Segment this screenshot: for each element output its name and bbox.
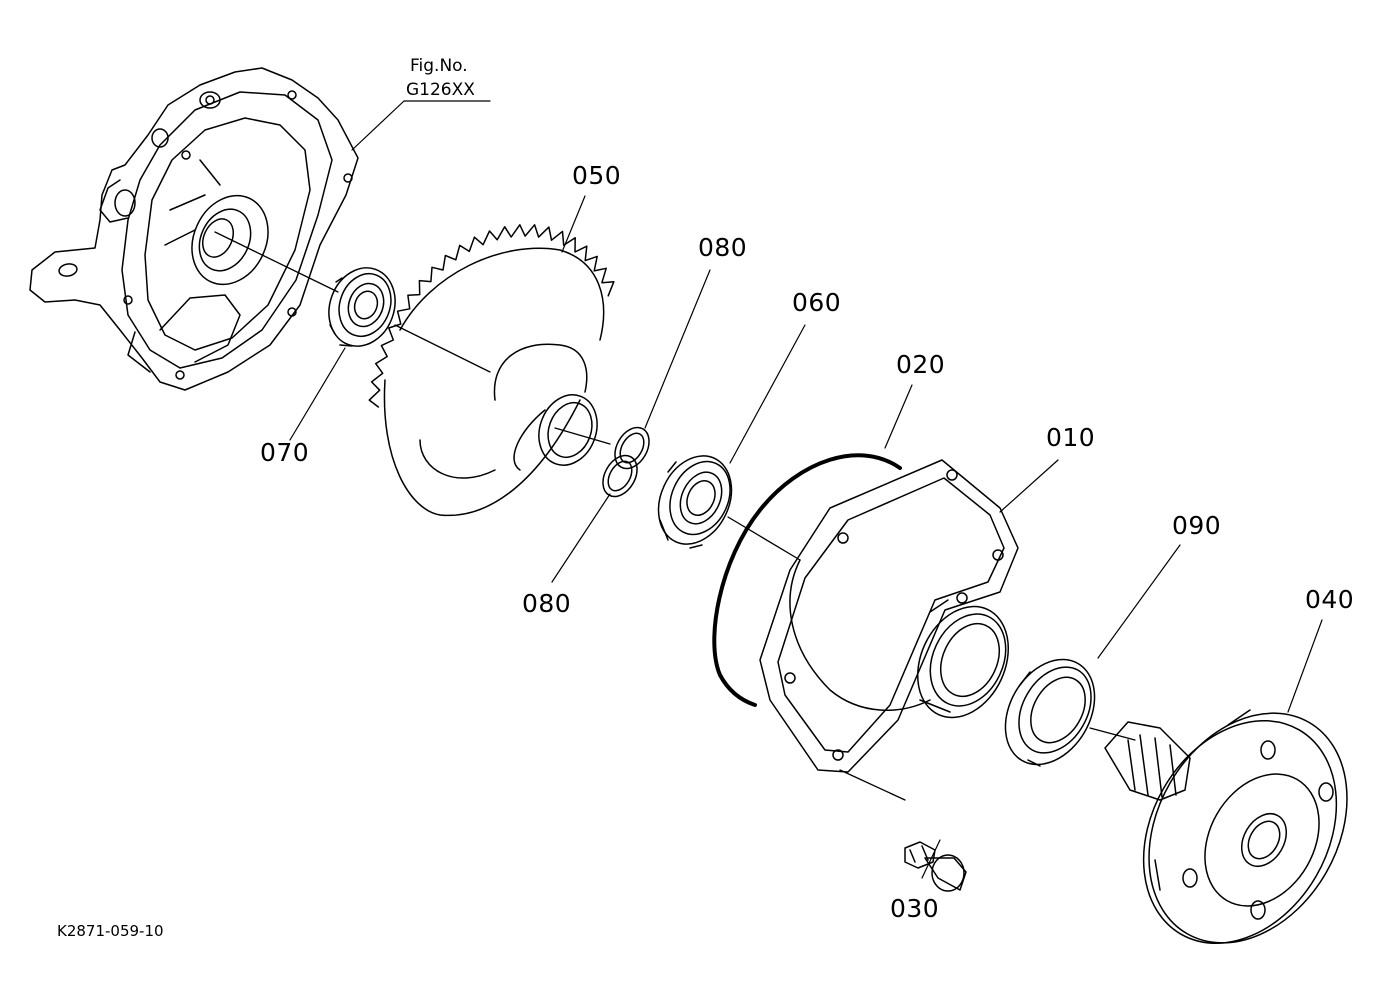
explode-axis-lines — [214, 231, 1136, 801]
leader-070 — [289, 347, 346, 441]
figure-ref-line1: Fig.No. — [410, 56, 468, 76]
part-label-090: 090 — [1172, 511, 1222, 540]
part-label-080-upper: 080 — [698, 233, 748, 262]
part-label-030: 030 — [890, 894, 940, 923]
leader-030 — [921, 839, 941, 879]
leader-080-upper — [644, 269, 711, 429]
part-label-070: 070 — [260, 438, 310, 467]
bearing-070 — [328, 267, 396, 347]
leader-020 — [884, 384, 913, 449]
figure-ref-line2: G126XX — [406, 80, 475, 100]
cover-010 — [759, 459, 1019, 773]
bearing-060 — [657, 455, 733, 549]
part-label-080-lower: 080 — [522, 589, 572, 618]
bevel-gear-050 — [368, 224, 615, 517]
leader-010 — [999, 459, 1059, 513]
part-label-060: 060 — [792, 288, 842, 317]
part-label-010: 010 — [1046, 423, 1096, 452]
figure-ref-leader — [351, 100, 491, 151]
part-label-050: 050 — [572, 161, 622, 190]
gear-housing — [29, 67, 359, 391]
oil-seal-090 — [1004, 658, 1096, 767]
part-label-040: 040 — [1305, 585, 1355, 614]
leader-090 — [1097, 544, 1181, 659]
part-label-020: 020 — [896, 350, 946, 379]
leader-040 — [1287, 619, 1323, 713]
drain-plug-030 — [904, 841, 967, 892]
leader-080-lower — [551, 493, 611, 583]
leader-050 — [561, 195, 586, 253]
o-ring-020 — [712, 453, 902, 707]
drawing-code: K2871-059-10 — [57, 922, 164, 940]
flange-shaft-040 — [1104, 709, 1348, 945]
leader-060 — [729, 324, 806, 464]
